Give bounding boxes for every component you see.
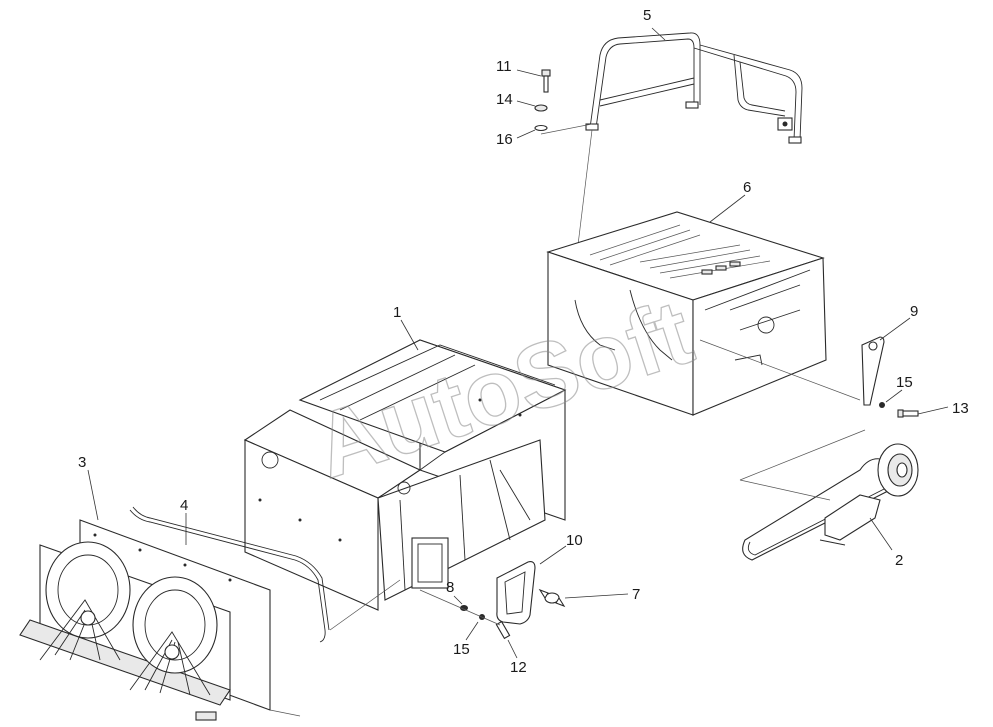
callout-1: 1 (393, 304, 401, 321)
callout-4: 4 (180, 497, 188, 514)
callout-3: 3 (78, 454, 86, 471)
part-5-handrail (585, 32, 803, 144)
callout-6: 6 (743, 179, 751, 196)
part-6-engine-hood (546, 211, 861, 416)
callout-8: 8 (446, 579, 454, 596)
leader-lines (87, 27, 949, 659)
callout-11: 11 (496, 58, 512, 75)
callout-7: 7 (632, 586, 640, 603)
part-7-wing-nut (538, 588, 566, 608)
callout-15-right: 15 (896, 374, 913, 391)
callout-16: 16 (496, 131, 513, 148)
part-9-bracket (861, 336, 885, 406)
callout-9: 9 (910, 303, 918, 320)
part-1-main-frame (243, 339, 567, 611)
callout-5: 5 (643, 7, 651, 24)
part-10-gasket (496, 561, 536, 625)
fastener-stack-right (879, 402, 919, 418)
callout-2: 2 (895, 552, 903, 569)
callout-12: 12 (510, 659, 527, 676)
callout-labels: 1 2 3 4 5 6 7 8 9 10 11 12 13 14 15 15 1… (78, 7, 969, 676)
callout-15-bottom: 15 (453, 641, 470, 658)
fastener-stack-left (534, 69, 593, 246)
part-4-tube (129, 506, 401, 643)
callout-13: 13 (952, 400, 969, 417)
part-3-fan-shroud (19, 519, 301, 721)
fastener-stack-bottom (419, 589, 511, 640)
callout-10: 10 (566, 532, 583, 549)
callout-14: 14 (496, 91, 513, 108)
hood-vent-pattern (589, 224, 771, 279)
part-2-belt-drive (739, 429, 919, 561)
